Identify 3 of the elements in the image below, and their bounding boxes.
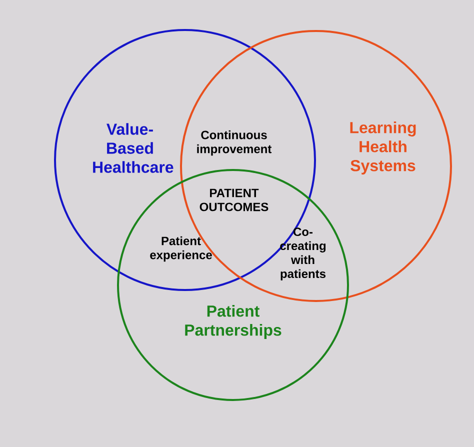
overlap-label: PATIENT OUTCOMES — [200, 188, 268, 212]
overlap-label: Patient experience — [150, 236, 212, 262]
overlap-label: Continuous improvement — [197, 130, 272, 156]
